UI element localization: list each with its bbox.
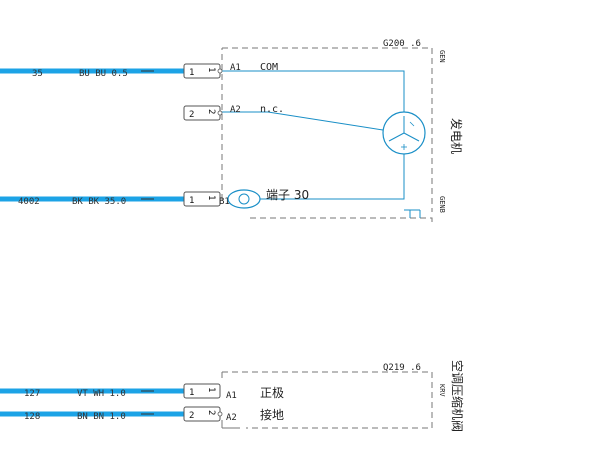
wire-circuit-127: 127: [24, 389, 40, 399]
ground-icon: [404, 209, 421, 218]
signal-label: n.c.: [260, 104, 284, 115]
connector-body: [183, 191, 221, 207]
connector-number-rotated: 1: [206, 67, 216, 72]
connector-number: 2: [189, 411, 194, 421]
connector-number-rotated: 2: [206, 109, 216, 114]
valve-id: Q219 .6: [383, 363, 421, 373]
valve-boundary: [221, 371, 433, 429]
connector-number: 1: [189, 196, 194, 206]
valve-name: 空调压缩机阀: [450, 360, 465, 432]
generator-pin-b1: 4002 BK BK 35.0 1 1 B1 端子 30: [0, 188, 309, 209]
generator-pin-a1: 35 BU BU 0.5 1 1 A1 COM: [0, 62, 278, 79]
wire-color-4002: BK BK 35.0: [72, 197, 126, 207]
connector-number: 2: [189, 110, 194, 120]
generator-boundary: [221, 47, 433, 222]
generator-com-line: [222, 70, 405, 112]
generator-symbol-icon: [382, 111, 426, 155]
valve-code: KRV: [438, 384, 446, 397]
pin-label: B1: [219, 197, 230, 207]
pin-label: A1: [226, 391, 237, 401]
generator-component: G200 .6 GEN GENB 发电机: [221, 39, 464, 222]
signal-label: 正极: [260, 386, 284, 400]
wire-color-35: BU BU 0.5: [79, 69, 128, 79]
connector-number-rotated: 2: [206, 410, 216, 415]
valve-pin-a1: 127 VT WH 1.0 1 1 A1 正极: [0, 383, 284, 401]
valve-pin-a2: 128 BN BN 1.0 2 2 A2 接地: [0, 406, 284, 423]
generator-code-top: GEN: [438, 50, 446, 63]
generator-code-bottom: GENB: [438, 196, 446, 213]
connector-number-rotated: 1: [206, 387, 216, 392]
signal-label: COM: [260, 62, 278, 73]
connector-number: 1: [189, 388, 194, 398]
terminal-label: 端子 30: [266, 188, 309, 202]
wire-color-127: VT WH 1.0: [77, 389, 126, 399]
generator-id: G200 .6: [383, 39, 421, 49]
signal-label: 接地: [260, 407, 284, 422]
pin-label: A1: [230, 63, 241, 73]
compressor-valve-component: Q219 .6 空调压缩机阀 KRV: [221, 360, 465, 432]
ring-terminal-icon: [227, 189, 261, 209]
wire-color-128: BN BN 1.0: [77, 412, 126, 422]
generator-pin-a2: 2 2 A2 n.c.: [183, 104, 284, 121]
generator-b1-line: [258, 154, 405, 200]
connector-body: [183, 383, 221, 399]
connector-number: 1: [189, 68, 194, 78]
pin-label: A2: [230, 105, 241, 115]
wire-circuit-128: 128: [24, 412, 40, 422]
generator-nc-line: [222, 111, 384, 131]
generator-name: 发电机: [449, 118, 464, 154]
connector-number-rotated: 1: [206, 195, 216, 200]
wire-circuit-4002: 4002: [18, 197, 40, 207]
wire-circuit-35: 35: [32, 69, 43, 79]
pin-label: A2: [226, 413, 237, 423]
